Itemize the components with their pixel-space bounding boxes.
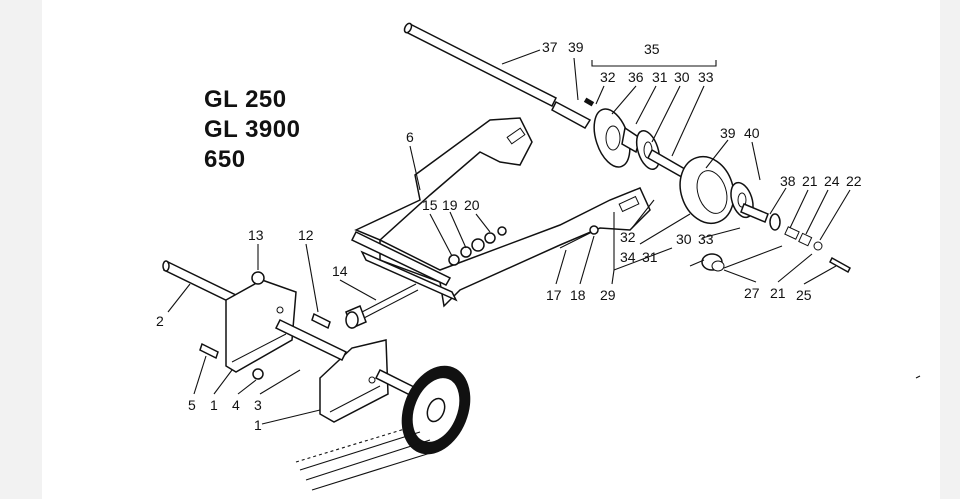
callout-12: 12 — [298, 227, 314, 243]
part-bolt-17 — [559, 231, 593, 249]
part-cutter-bar — [295, 427, 441, 491]
callout-34: 34 — [620, 249, 636, 265]
callout-18: 18 — [570, 287, 586, 303]
callout-31-lower: 31 — [642, 249, 658, 265]
callout-29: 29 — [600, 287, 616, 303]
callout-33: 33 — [698, 69, 714, 85]
part-nut-4 — [252, 368, 264, 380]
part-spring — [689, 245, 783, 272]
callout-1-lower: 1 — [254, 417, 262, 433]
callout-2: 2 — [156, 313, 164, 329]
callout-4: 4 — [232, 397, 240, 413]
callout-30: 30 — [674, 69, 690, 85]
diagram-sheet — [42, 0, 940, 499]
part-sprocket-assembly — [679, 155, 851, 274]
callout-35: 35 — [644, 41, 660, 57]
part-bolt-12 — [311, 312, 331, 330]
callout-numbers: 37 39 35 32 36 31 30 33 39 40 38 21 24 2… — [156, 39, 862, 433]
callout-39: 39 — [568, 39, 584, 55]
callout-5: 5 — [188, 397, 196, 413]
part-washer-18 — [589, 225, 599, 235]
part-bracket-right — [319, 339, 389, 423]
part-hub-assembly-upper — [583, 97, 691, 182]
part-frame — [350, 117, 651, 308]
model-name-1: GL 250 — [204, 86, 287, 113]
callout-30-lower: 30 — [676, 231, 692, 247]
callout-31: 31 — [652, 69, 668, 85]
callout-21: 21 — [802, 173, 818, 189]
callout-27: 27 — [744, 285, 760, 301]
callout-20: 20 — [464, 197, 480, 213]
callout-24: 24 — [824, 173, 840, 189]
callout-19: 19 — [442, 197, 458, 213]
callout-36: 36 — [628, 69, 644, 85]
model-name-3: 650 — [204, 146, 246, 173]
callout-14: 14 — [332, 263, 348, 279]
callout-13: 13 — [248, 227, 264, 243]
scan-mark — [915, 375, 921, 379]
callout-22: 22 — [846, 173, 862, 189]
callout-32-lower: 32 — [620, 229, 636, 245]
callout-25: 25 — [796, 287, 812, 303]
part-bolt-5 — [199, 342, 219, 360]
callout-21-lower: 21 — [770, 285, 786, 301]
part-long-shaft — [403, 22, 592, 129]
model-name-2: GL 3900 — [204, 116, 301, 143]
callout-38: 38 — [780, 173, 796, 189]
leader-lines — [167, 49, 851, 425]
callout-37: 37 — [542, 39, 558, 55]
part-bolt-long — [345, 283, 419, 329]
part-nut-13 — [251, 271, 265, 285]
callout-33-lower: 33 — [698, 231, 714, 247]
callout-3: 3 — [254, 397, 262, 413]
callout-6: 6 — [406, 129, 414, 145]
callout-15: 15 — [422, 197, 438, 213]
callout-17: 17 — [546, 287, 562, 303]
part-bushings — [448, 226, 507, 266]
callout-39-right: 39 — [720, 125, 736, 141]
callout-32: 32 — [600, 69, 616, 85]
callout-40: 40 — [744, 125, 760, 141]
callout-1: 1 — [210, 397, 218, 413]
part-wheel — [401, 365, 471, 455]
